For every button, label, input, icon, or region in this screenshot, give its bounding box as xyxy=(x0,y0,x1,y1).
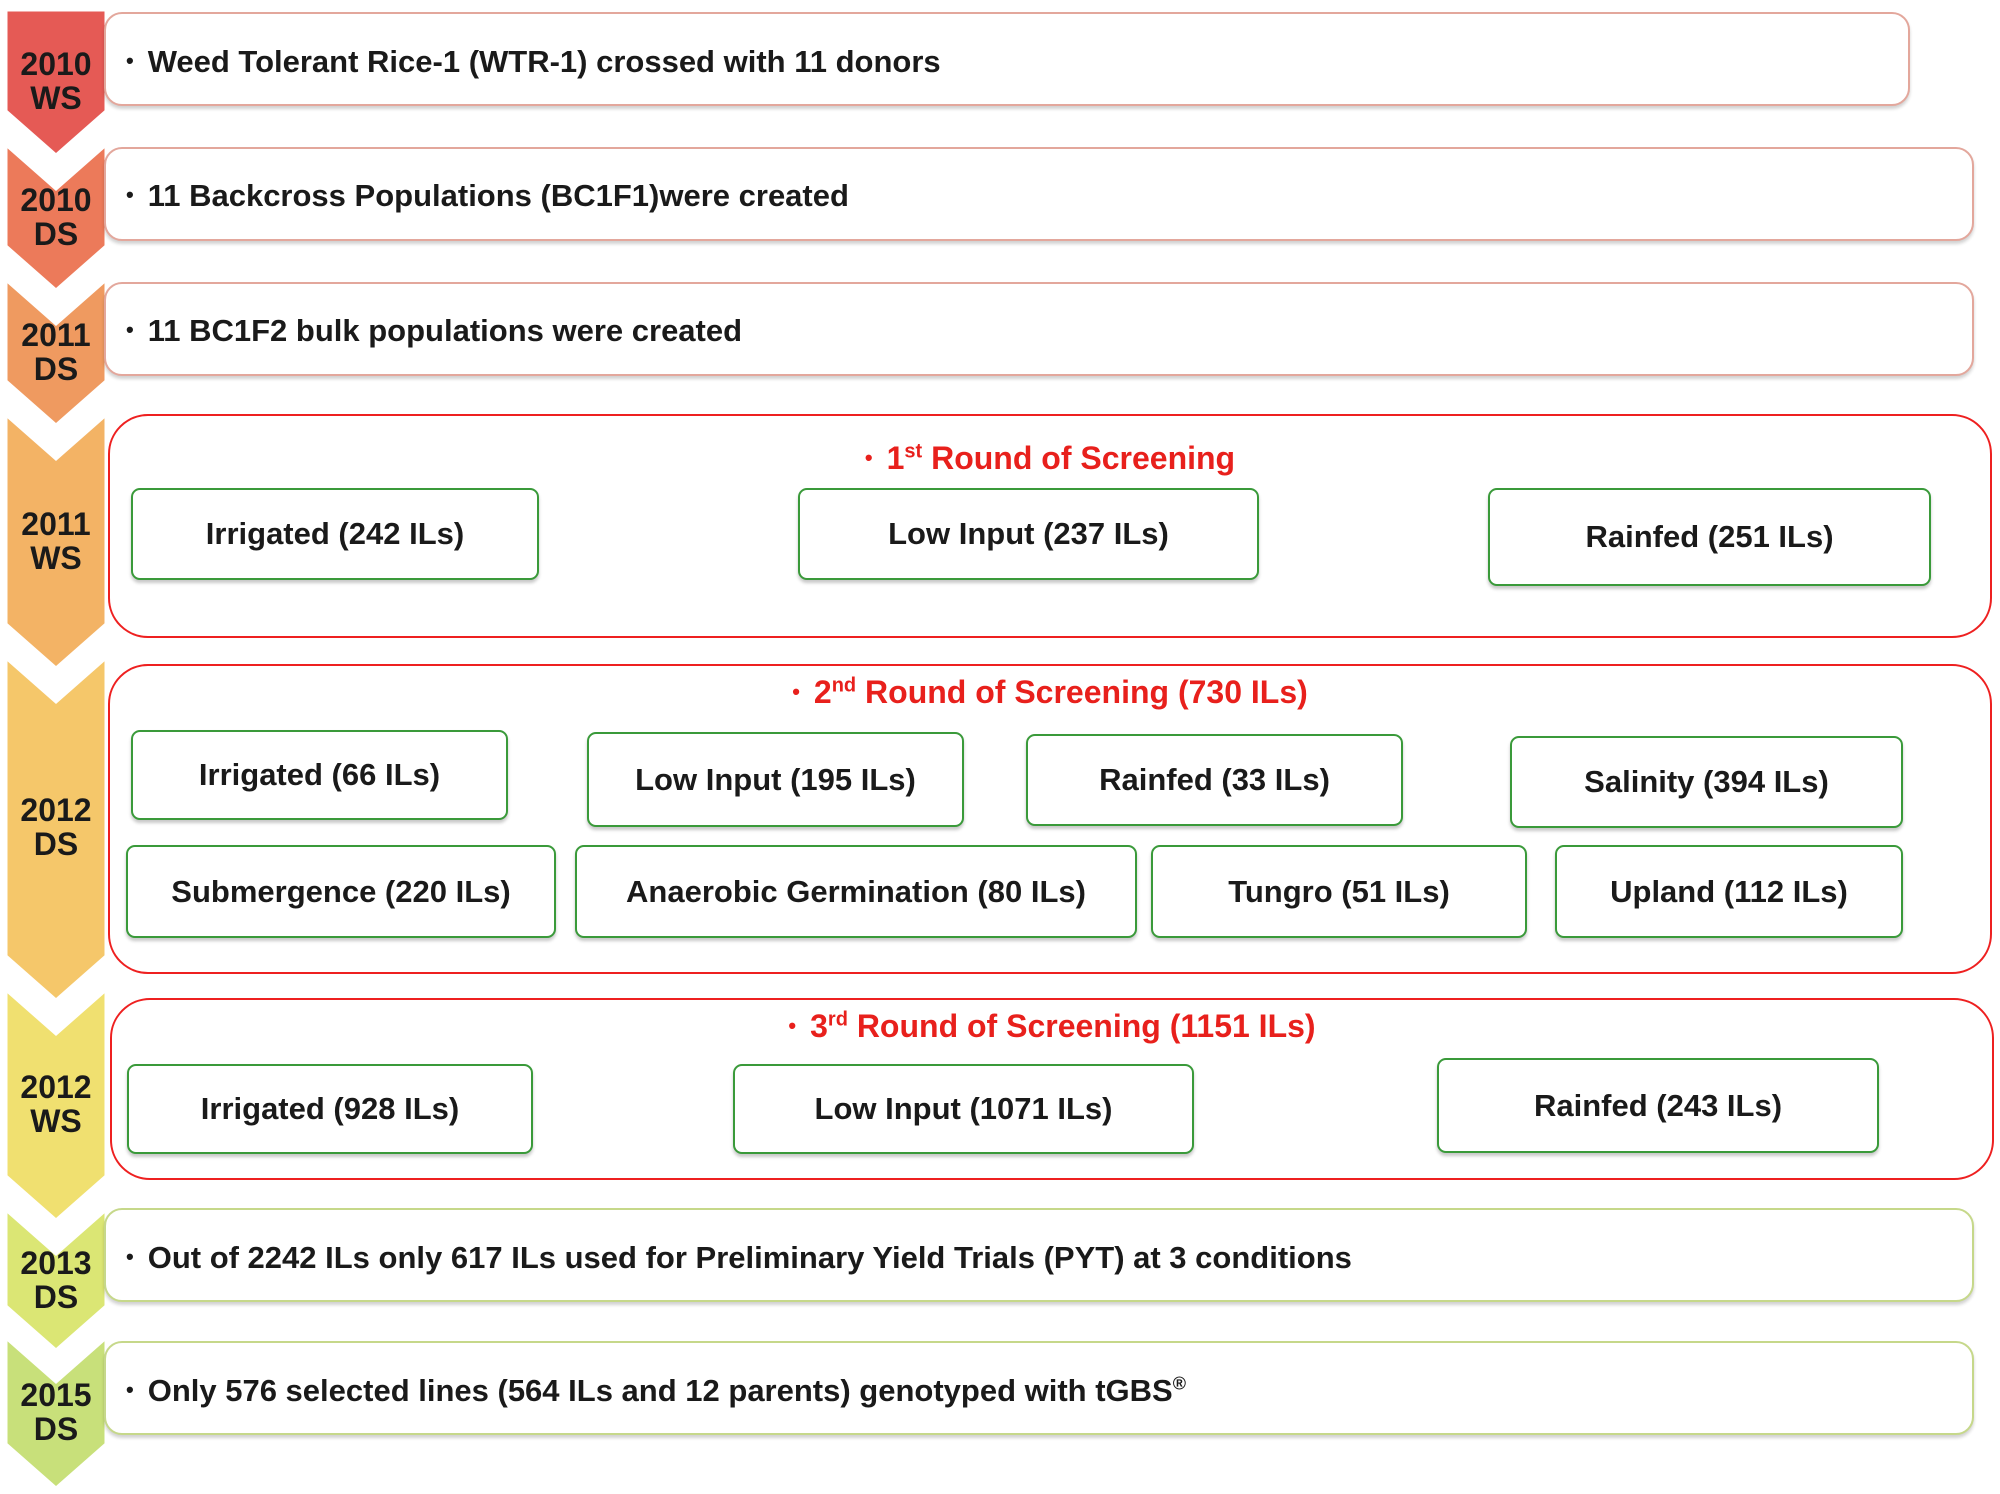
screen-box-upland-r2: Upland (112 ILs) xyxy=(1555,845,1903,938)
chevron-2015-ds xyxy=(4,1334,108,1490)
stage-text: •Weed Tolerant Rice-1 (WTR-1) crossed wi… xyxy=(126,44,941,79)
screen-box-low-input-r3: Low Input (1071 ILs) xyxy=(733,1064,1194,1154)
bullet-icon: • xyxy=(126,182,134,207)
screen-box-rainfed-r2: Rainfed (33 ILs) xyxy=(1026,734,1403,826)
stage-text: •Only 576 selected lines (564 ILs and 12… xyxy=(126,1373,1186,1408)
round-2-title: •2nd Round of Screening (730 ILs) xyxy=(792,674,1308,710)
stage-box-2011-ds: •11 BC1F2 bulk populations were created xyxy=(104,282,1974,376)
stage-box-2013-ds: •Out of 2242 ILs only 617 ILs used for P… xyxy=(104,1208,1974,1302)
stage-text: •Out of 2242 ILs only 617 ILs used for P… xyxy=(126,1240,1352,1275)
chevron-2011-ds xyxy=(4,276,108,427)
screen-box-tungro-r2: Tungro (51 ILs) xyxy=(1151,845,1527,938)
screen-box-rainfed-r1: Rainfed (251 ILs) xyxy=(1488,488,1931,586)
chevron-2012-ds xyxy=(4,654,108,1002)
screen-box-submergence-r2: Submergence (220 ILs) xyxy=(126,845,556,938)
chevron-2010-ws xyxy=(4,8,108,157)
screen-box-low-input-r1: Low Input (237 ILs) xyxy=(798,488,1259,580)
round-3-title: •3rd Round of Screening (1151 ILs) xyxy=(788,1008,1316,1044)
stage-box-2010-ds: •11 Backcross Populations (BC1F1)were cr… xyxy=(104,147,1974,241)
bullet-icon: • xyxy=(126,317,134,342)
screen-box-low-input-r2: Low Input (195 ILs) xyxy=(587,732,964,827)
screen-box-rainfed-r3: Rainfed (243 ILs) xyxy=(1437,1058,1879,1153)
screen-box-irrigated-r3: Irrigated (928 ILs) xyxy=(127,1064,533,1154)
screen-box-salinity-r2: Salinity (394 ILs) xyxy=(1510,736,1903,828)
bullet-icon: • xyxy=(126,48,134,73)
chevron-2013-ds xyxy=(4,1206,108,1352)
stage-box-2010-ws: •Weed Tolerant Rice-1 (WTR-1) crossed wi… xyxy=(104,12,1910,106)
screen-box-irrigated-r2: Irrigated (66 ILs) xyxy=(131,730,508,820)
chevron-2010-ds xyxy=(4,141,108,292)
bullet-icon: • xyxy=(126,1244,134,1269)
round-1-title: •1st Round of Screening xyxy=(864,440,1236,476)
stage-box-2015-ds: •Only 576 selected lines (564 ILs and 12… xyxy=(104,1341,1974,1435)
bullet-icon: • xyxy=(126,1377,134,1402)
chevron-2012-ws xyxy=(4,986,108,1222)
screen-box-irrigated-r1: Irrigated (242 ILs) xyxy=(131,488,539,580)
stage-text: •11 BC1F2 bulk populations were created xyxy=(126,313,743,348)
screen-box-anaerobic-germination-r2: Anaerobic Germination (80 ILs) xyxy=(575,845,1137,938)
chevron-2011-ws xyxy=(4,411,108,670)
stage-text: •11 Backcross Populations (BC1F1)were cr… xyxy=(126,178,849,213)
